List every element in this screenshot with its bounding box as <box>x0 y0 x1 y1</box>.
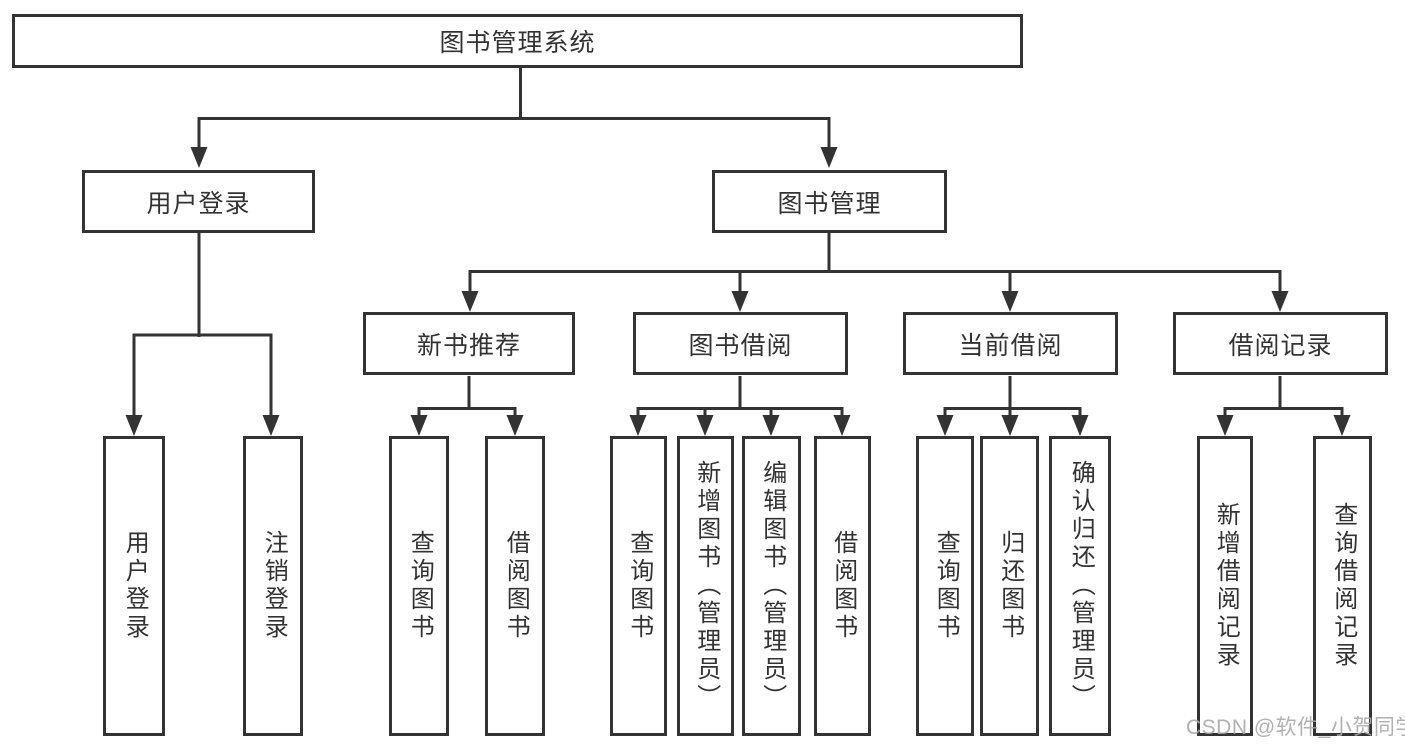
leaf-logout: 注销登录 <box>243 436 303 736</box>
connector-path <box>132 68 1344 420</box>
leaf-query-books-current: 查询图书 <box>916 436 974 736</box>
node-library-management-system: 图书管理系统 <box>12 14 1023 68</box>
arrowheads-icon <box>125 147 1351 436</box>
leaf-query-borrow-record: 查询借阅记录 <box>1313 436 1372 736</box>
leaf-add-books-admin: 新增图书（管理员） <box>677 436 734 736</box>
leaf-query-books-borrowing: 查询图书 <box>610 436 667 736</box>
node-new-book-recommendation: 新书推荐 <box>363 312 575 375</box>
leaf-user-login: 用户登录 <box>103 436 165 736</box>
node-current-borrowing: 当前借阅 <box>903 312 1118 375</box>
leaf-borrow-books-recommend: 借阅图书 <box>485 436 545 736</box>
leaf-edit-books-admin: 编辑图书（管理员） <box>742 436 801 736</box>
node-user-login: 用户登录 <box>82 170 315 233</box>
leaf-return-books: 归还图书 <box>980 436 1039 736</box>
leaf-confirm-return-admin: 确认归还（管理员） <box>1049 436 1111 736</box>
leaf-borrow-books: 借阅图书 <box>814 436 871 736</box>
node-book-borrowing: 图书借阅 <box>633 312 848 375</box>
node-book-management: 图书管理 <box>712 170 947 233</box>
watermark: CSDN @软件_小贺同学 <box>1186 716 1405 739</box>
leaf-query-books-recommend: 查询图书 <box>389 436 449 736</box>
leaf-add-borrow-record: 新增借阅记录 <box>1197 436 1253 736</box>
node-borrowing-records: 借阅记录 <box>1173 312 1388 375</box>
